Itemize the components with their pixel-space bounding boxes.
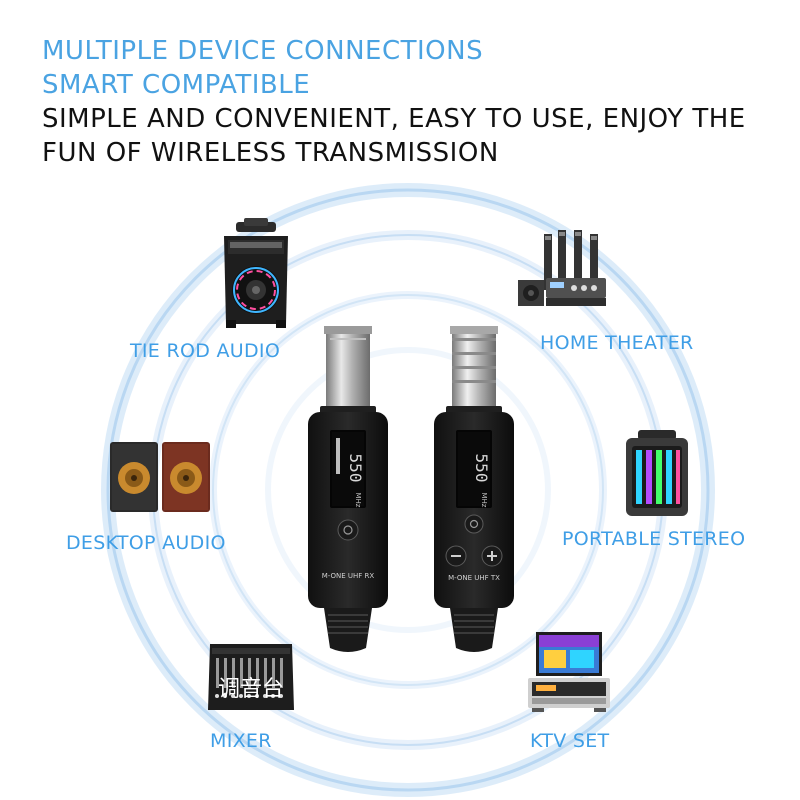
rx-screen-channel: 550 (346, 454, 365, 483)
headline-line-1: MULTIPLE DEVICE CONNECTIONS (42, 36, 484, 66)
tx-model-label: M-ONE UHF TX (448, 574, 500, 582)
headline-line-2: SMART COMPATIBLE (42, 70, 311, 100)
mixer-chinese-text: 调音台 (218, 677, 284, 702)
device-label-ktv-set: KTV SET (530, 730, 610, 752)
portable-stereo-icon (626, 430, 688, 516)
tx-screen-channel: 550 (472, 454, 491, 483)
desktop-speakers-icon (110, 442, 210, 512)
home-theater-icon (518, 230, 606, 306)
ktv-set-icon (528, 632, 610, 712)
device-label-home-theater: HOME THEATER (540, 332, 694, 354)
rx-screen-unit: MHz (354, 493, 362, 508)
tx-screen-unit: MHz (480, 493, 488, 508)
rx-model-label: M-ONE UHF RX (322, 572, 375, 580)
device-label-portable-stereo: PORTABLE STEREO (562, 528, 746, 550)
wireless-transmitter-tx: 550 MHz M-ONE UHF TX (434, 326, 514, 652)
device-label-desktop-audio: DESKTOP AUDIO (66, 532, 226, 554)
headline-line-4: FUN OF WIRELESS TRANSMISSION (42, 138, 499, 168)
headline-line-3: SIMPLE AND CONVENIENT, EASY TO USE, ENJO… (42, 104, 746, 134)
device-label-tie-rod-audio: TIE ROD AUDIO (130, 340, 281, 362)
trolley-speaker-icon (224, 218, 288, 328)
wireless-receiver-rx: 550 MHz M-ONE UHF RX (308, 326, 388, 652)
device-label-mixer: MIXER (210, 730, 272, 752)
mixer-icon: 调音台 (208, 644, 294, 710)
